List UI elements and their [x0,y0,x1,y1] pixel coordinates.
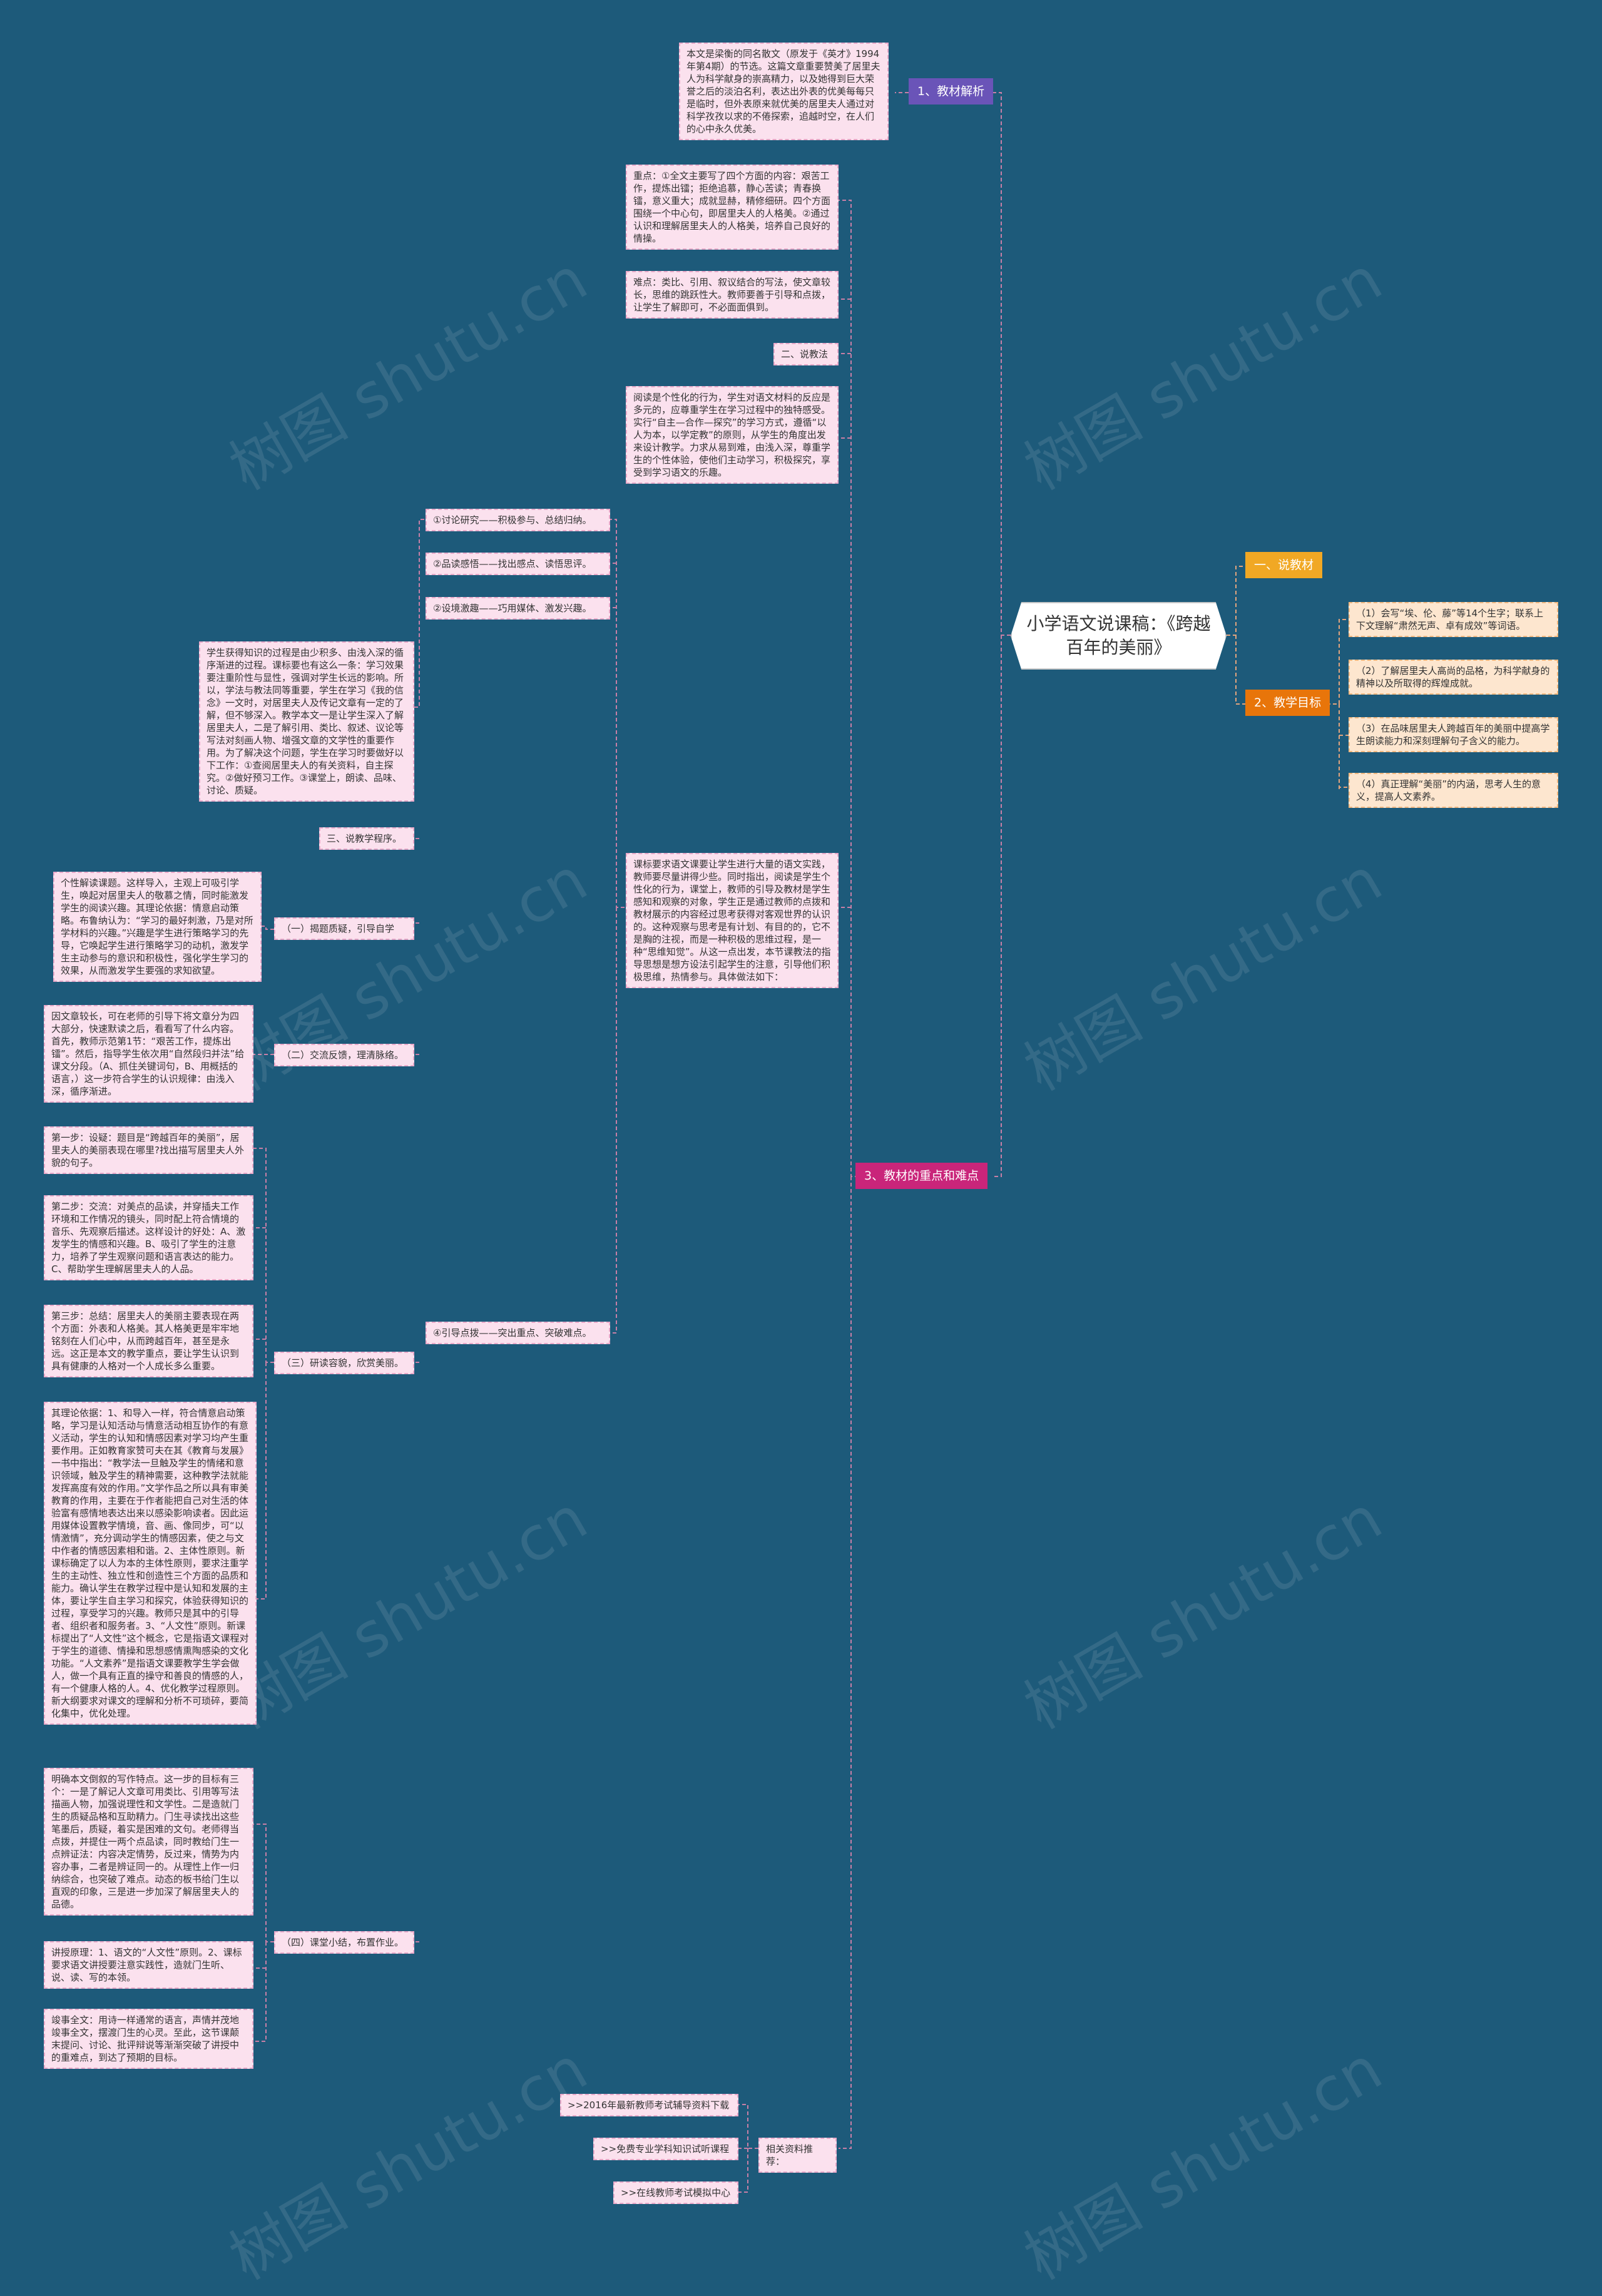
procedure-step-2[interactable]: （二）交流反馈，理清脉络。 [274,1044,414,1066]
theory-basis-text: 其理论依据：1、和导入一样，符合情意启动策略，学习是认知活动与情意活动相互协作的… [44,1402,257,1725]
teaching-principle-text: 讲授原理：1、语文的“人文性”原则。2、课标要求语文讲授要注意实践性，造就门生听… [44,1941,253,1989]
step-three-text: 第三步：总结：居里夫人的美丽主要表现在两个方面：外表和人格美。其人格美更是牢牢地… [44,1305,253,1377]
method-item[interactable]: ②设境激趣——巧用媒体、激发兴趣。 [426,597,610,620]
related-resources-heading[interactable]: 相关资料推荐： [758,2138,837,2173]
summary-text: 明确本文倒叙的写作特点。这一步的目标有三个：一是了解记人文章可用类比、引用等写法… [44,1768,253,1916]
branch-teaching-goals[interactable]: 2、教学目标 [1245,690,1330,716]
goal-item: （4）真正理解“美丽”的内涵，思考人生的意义，提高人文素养。 [1349,773,1558,808]
goal-item: （3）在品味居里夫人跨越百年的美丽中提高学生朗读能力和深刻理解句子含义的能力。 [1349,717,1558,752]
step-one-text: 第一步：设疑：题目是“跨越百年的美丽”，居里夫人的美丽表现在哪里?找出描写居里夫… [44,1126,253,1174]
procedure-step-1-text: 个性解读课题。这样导入，主观上可吸引学生，唤起对居里夫人的敬慕之情，同时能激发学… [53,872,262,982]
resource-link[interactable]: >>在线教师考试模拟中心 [613,2181,738,2204]
branch-shuo-jiaocai[interactable]: 一、说教材 [1245,552,1323,578]
procedure-step-4[interactable]: （四）课堂小结，布置作业。 [274,1931,414,1954]
curriculum-text: 课标要求语文课要让学生进行大量的语文实践，教师要尽量讲得少些。同时指出，阅读是学… [626,853,839,988]
procedure-step-2-text: 因文章较长，可在老师的引导下将文章分为四大部分，快速默读之后，看看写了什么内容。… [44,1005,253,1103]
root-topic[interactable]: 小学语文说课稿：《跨越百年的美丽》 [1011,602,1227,670]
difficult-points-text: 难点：类比、引用、叙议结合的写法，使文章较长，思维的跳跃性大。教师要善于引导和点… [626,271,839,319]
teaching-method-heading[interactable]: 二、说教法 [773,343,839,365]
key-points-text: 重点：①全文主要写了四个方面的内容：艰苦工作，提炼出镭；拒绝追慕，静心苦读；青春… [626,165,839,250]
learning-method-text: 学生获得知识的过程是由少积多、由浅入深的循序渐进的过程。课标要也有这么一条：学习… [199,641,414,802]
step-two-text: 第二步：交流：对美点的品读，并穿插夫工作环境和工作情况的镜头，同时配上符合情境的… [44,1195,253,1280]
resource-link[interactable]: >>免费专业学科知识试听课程 [593,2138,738,2160]
goal-item: （2）了解居里夫人高尚的品格，为科学献身的精神以及所取得的辉煌成就。 [1349,660,1558,695]
procedure-step-1[interactable]: （一）揭题质疑，引导自学 [274,917,414,940]
connector-lines [253,92,1349,2193]
method-item[interactable]: ①讨论研究——积极参与、总结归纳。 [426,509,610,531]
resource-link[interactable]: >>2016年最新教师考试辅导资料下载 [560,2094,738,2116]
teaching-procedure-heading[interactable]: 三、说教学程序。 [319,827,414,850]
method-item[interactable]: ②品读感悟——找出感点、读悟思评。 [426,553,610,575]
teaching-method-text: 阅读是个性化的行为，学生对语文材料的反应是多元的，应尊重学生在学习过程中的独特感… [626,386,839,484]
branch-textbook-analysis[interactable]: 1、教材解析 [909,78,994,105]
method-item[interactable]: ④引导点拨——突出重点、突破难点。 [426,1322,610,1344]
procedure-step-3[interactable]: （三）研读容貌，欣赏美丽。 [274,1352,414,1374]
goal-item: （1）会写“埃、伦、藤”等14个生字；联系上下文理解“肃然无声、卓有成效”等词语… [1349,602,1558,637]
branch-key-difficult-points[interactable]: 3、教材的重点和难点 [855,1163,988,1189]
textbook-analysis-text: 本文是梁衡的同名散文（原发于《英才》1994年第4期）的节选。这篇文章重要赞美了… [679,43,889,140]
conclusion-text: 竣事全文：用诗一样通常的语言，声情并茂地竣事全文，摆渡门生的心灵。至此，这节课颠… [44,2009,253,2069]
